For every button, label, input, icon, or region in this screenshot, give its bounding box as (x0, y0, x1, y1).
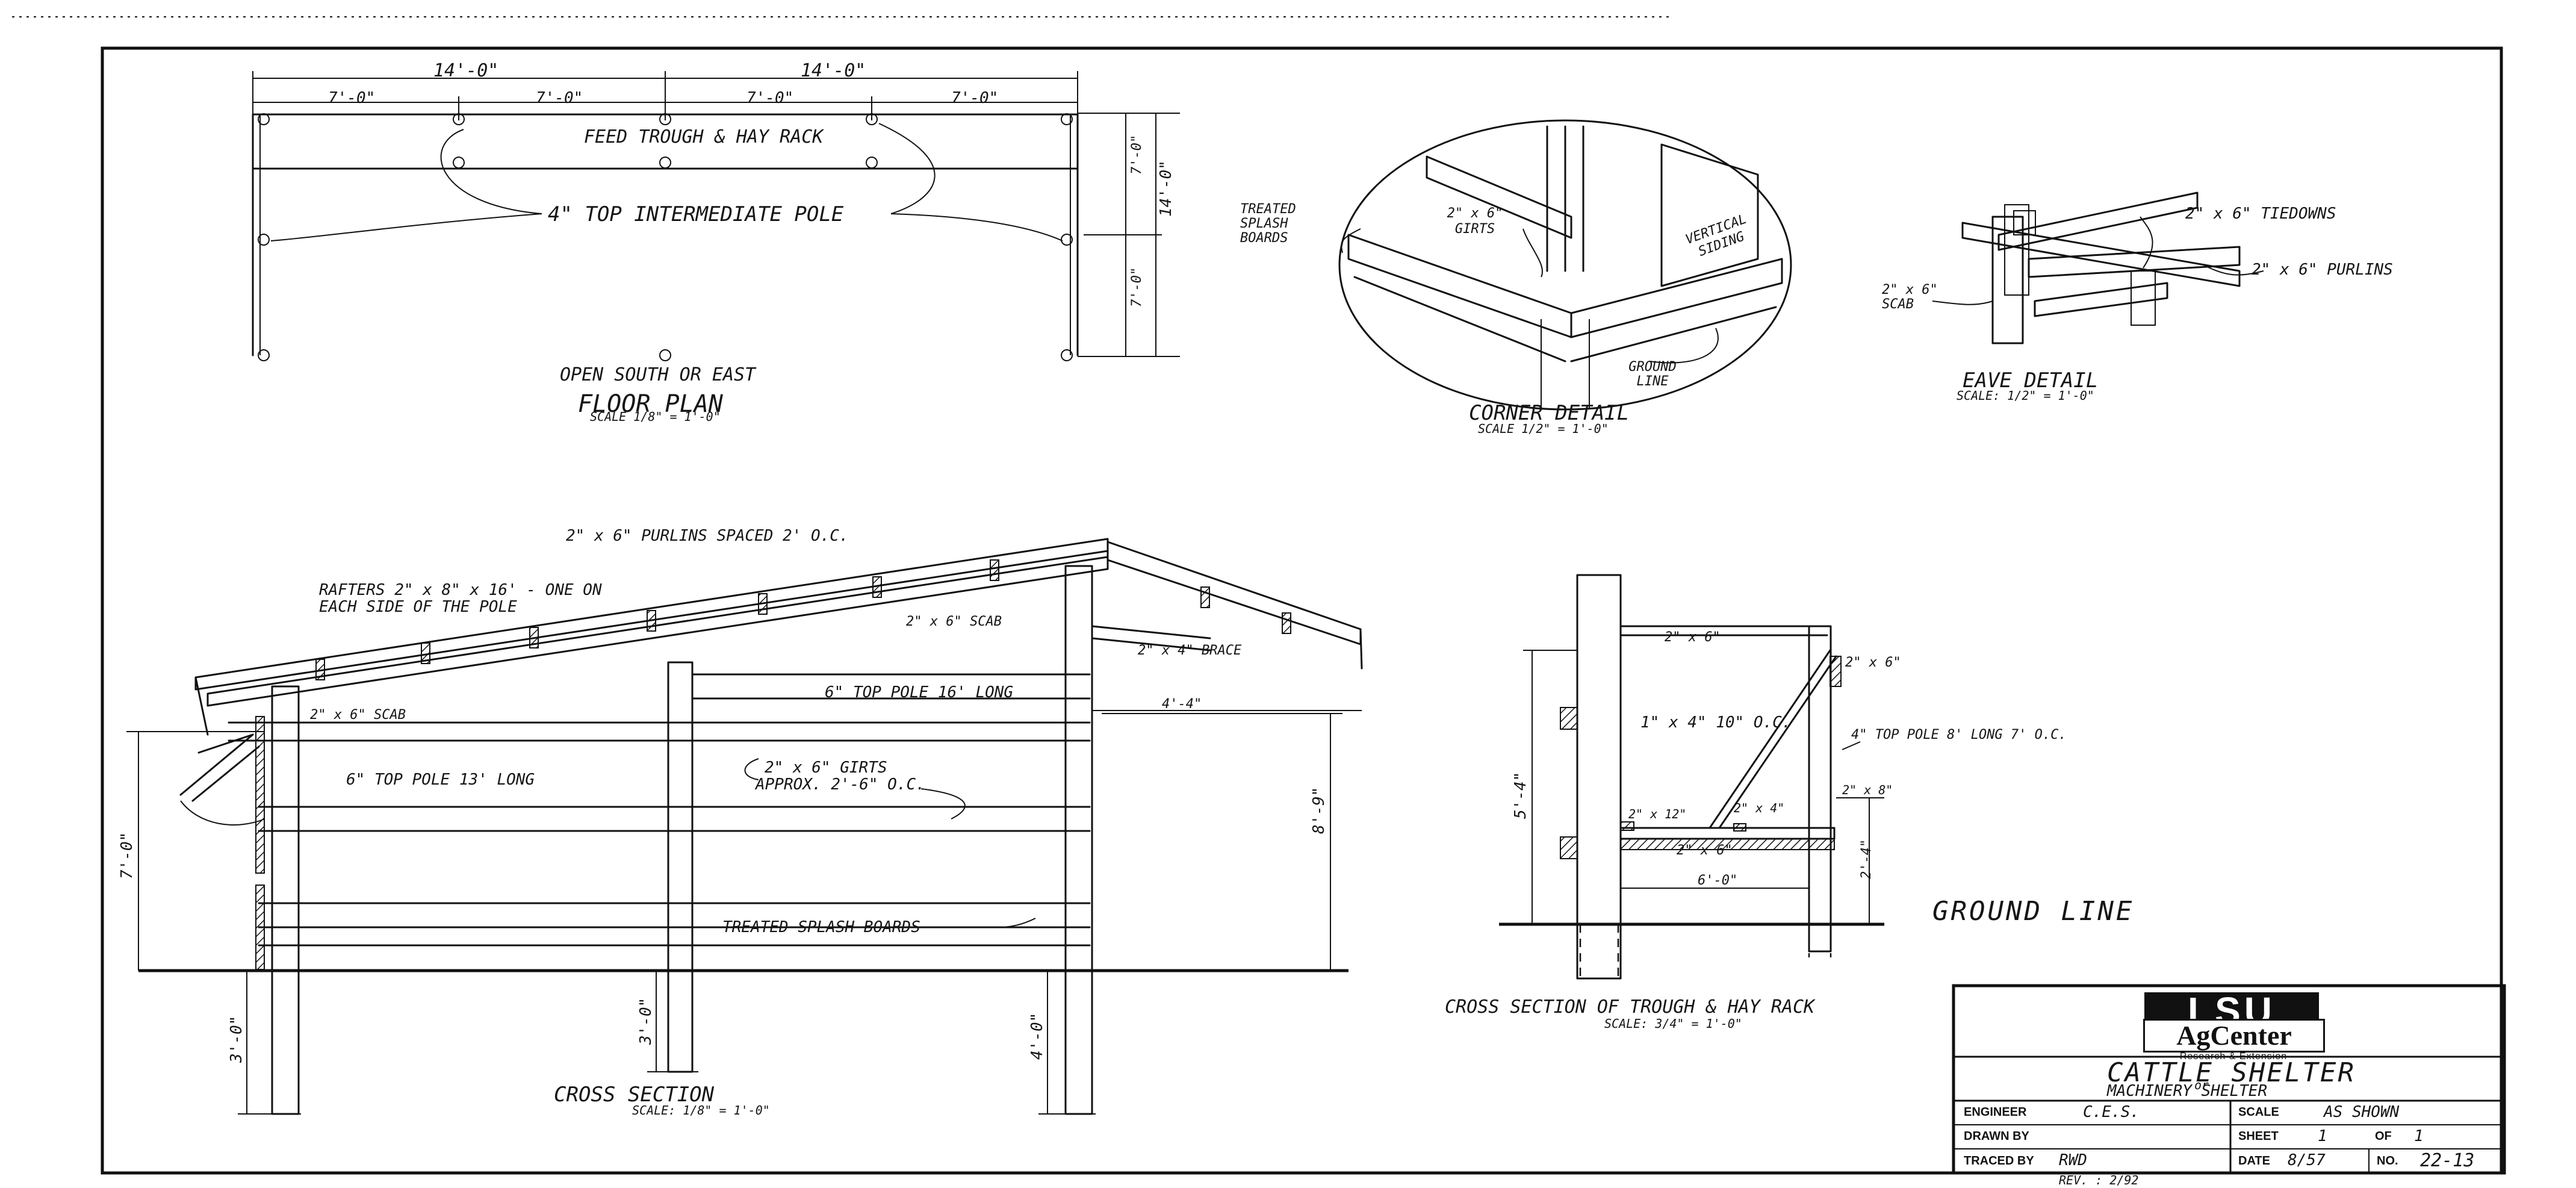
date-value: 8/57 (2288, 1151, 2326, 1169)
trough-post-label: 4" TOP POLE 8' LONG 7' O.C. (1851, 727, 2067, 742)
floor-dim-top-left: 14'-0" (433, 60, 499, 81)
sheet-border (101, 46, 2503, 1175)
trough-floor-board: 2" x 6" (1677, 843, 1733, 858)
corner-detail-drawing (1338, 119, 1792, 411)
floor-dim-seg-4: 7'-0" (951, 89, 999, 107)
title-block-frame (1952, 984, 2506, 1175)
revision-note: REV. : 2/92 (2059, 1173, 2139, 1187)
floor-dim-seg-1: 7'-0" (328, 89, 376, 107)
drawing-subtitle-prefix: or (2194, 1078, 2209, 1092)
xs-height-right: 8'-9" (1310, 786, 1328, 834)
xs-pole-16-label: 6" TOP POLE 16' LONG (825, 683, 1014, 701)
drawing-title: CATTLE SHELTER (2107, 1057, 2356, 1088)
trough-board-left: 2" x 12" (1628, 807, 1687, 821)
trough-board-right: 2" x 8" (1842, 783, 1893, 797)
corner-splash-label: TREATED SPLASH BOARDS (1240, 202, 1296, 246)
xs-embed-right: 4'-0" (1028, 1012, 1046, 1060)
drawn-label: DRAWN BY (1964, 1130, 2029, 1143)
eave-detail-scale: SCALE: 1/2" = 1'-0" (1957, 388, 2094, 403)
no-value: 22-13 (2420, 1150, 2475, 1171)
xs-embed-mid: 3'-0" (637, 997, 655, 1045)
trough-height-right: 2'-4" (1859, 839, 1874, 879)
xs-title: CROSS SECTION (554, 1083, 715, 1107)
logo-agcenter-text: AgCenter (2143, 1019, 2325, 1053)
xs-embed-left: 3'-0" (228, 1015, 246, 1063)
floor-dim-side-upper: 7'-0" (1129, 134, 1144, 175)
trough-section-drawing (1499, 574, 1884, 980)
scale-label: SCALE (2238, 1106, 2279, 1119)
floor-dim-side-lower: 7'-0" (1129, 267, 1144, 307)
floor-open-label: OPEN SOUTH OR EAST (560, 364, 756, 385)
date-label: DATE (2238, 1154, 2270, 1168)
trough-title: CROSS SECTION OF TROUGH & HAY RACK (1445, 997, 1815, 1018)
eave-purlins-label: 2" x 6" PURLINS (2252, 261, 2393, 279)
logo-subtitle: Research & Extension (2179, 1051, 2288, 1062)
floor-pole-label: 4" TOP INTERMEDIATE POLE (548, 202, 844, 226)
xs-girts-label-2: APPROX. 2'-6" O.C. (756, 776, 925, 794)
trough-right-label: 2" x 6" (1845, 655, 1901, 670)
floor-feed-label: FEED TROUGH & HAY RACK (584, 126, 824, 148)
xs-height-left: 7'-0" (118, 832, 136, 879)
floor-dim-side-total: 14'-0" (1157, 160, 1175, 217)
xs-scale: SCALE: 1/8" = 1'-0" (632, 1103, 770, 1118)
drawing-subtitle: MACHINERY SHELTER (2107, 1082, 2268, 1100)
corner-detail-scale: SCALE 1/2" = 1'-0" (1478, 421, 1609, 436)
eave-detail-title: EAVE DETAIL (1963, 369, 2099, 393)
trough-scale: SCALE: 3/4" = 1'-0" (1604, 1016, 1742, 1031)
no-label: NO. (2377, 1154, 2398, 1168)
engineer-value: C.E.S. (2083, 1103, 2140, 1121)
trough-top-dim: 2" x 6" (1665, 630, 1721, 645)
engineer-label: ENGINEER (1964, 1106, 2027, 1119)
trough-slats-label: 1" x 4" 10" O.C. (1640, 714, 1792, 732)
traced-value: RWD (2059, 1151, 2087, 1169)
corner-detail-title: CORNER DETAIL (1469, 401, 1630, 425)
floor-dim-top-right: 14'-0" (801, 60, 866, 81)
floor-dim-seg-2: 7'-0" (536, 89, 583, 107)
of-value: 1 (2414, 1127, 2424, 1145)
eave-detail-drawing (1932, 191, 2264, 344)
xs-brace-label: 2" x 4" BRACE (1138, 643, 1242, 658)
floor-plan-scale: SCALE 1/8" = 1'-0" (590, 409, 721, 424)
cross-section-drawing (126, 538, 1363, 1115)
xs-purlins-label: 2" x 6" PURLINS SPACED 2' O.C. (566, 527, 849, 545)
floor-plan-title: FLOOR PLAN (578, 390, 723, 418)
trough-board-2x4: 2" x 4" (1734, 801, 1785, 815)
xs-pole-13-label: 6" TOP POLE 13' LONG (346, 771, 535, 789)
sheet-value: 1 (2318, 1127, 2327, 1145)
floor-dim-seg-3: 7'-0" (746, 89, 794, 107)
of-label: OF (2375, 1130, 2392, 1143)
floor-plan-drawing (252, 71, 1180, 361)
xs-girts-label-1: 2" x 6" GIRTS (765, 759, 887, 777)
corner-girts-label: 2" x 6" GIRTS (1447, 206, 1503, 237)
eave-scab-label: 2" x 6" SCAB (1882, 282, 1938, 312)
xs-scab-label-ridge: 2" x 6" SCAB (906, 614, 1002, 629)
xs-rafters-label-1: RAFTERS 2" x 8" x 16' - ONE ON (319, 581, 602, 599)
trough-ground-label: GROUND LINE (1932, 896, 2135, 927)
xs-splash-label: TREATED SPLASH BOARDS (722, 918, 920, 936)
trough-height-left: 5'-4" (1512, 771, 1530, 819)
traced-label: TRACED BY (1964, 1154, 2034, 1168)
corner-ground-label: GROUND LINE (1628, 359, 1677, 389)
xs-rafters-label-2: EACH SIDE OF THE POLE (319, 598, 517, 616)
xs-scab-label-left: 2" x 6" SCAB (310, 708, 406, 723)
xs-overhang-dim: 4'-4" (1162, 697, 1202, 712)
trough-width-dim: 6'-0" (1698, 873, 1738, 888)
eave-tiedowns-label: 2" x 6" TIEDOWNS (2185, 205, 2336, 223)
scale-value: AS SHOWN (2324, 1103, 2400, 1121)
sheet-label: SHEET (2238, 1130, 2279, 1143)
